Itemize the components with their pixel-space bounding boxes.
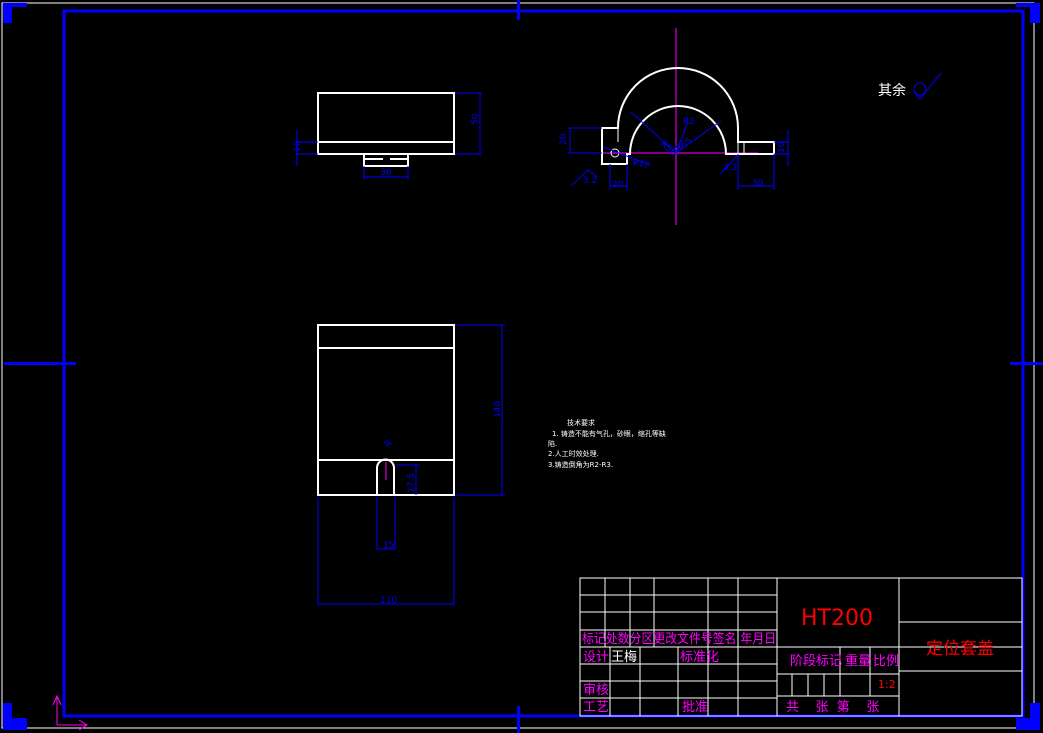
design-label: 设计	[583, 650, 609, 665]
svg-text:10: 10	[293, 140, 303, 152]
svg-text:15: 15	[383, 541, 394, 551]
top-view: 50 10 36	[293, 92, 482, 180]
corner-marks	[3, 0, 1043, 733]
review-label: 审核	[583, 683, 609, 698]
svg-text:2.人工时效处理.: 2.人工时效处理.	[548, 449, 599, 458]
title-block	[579, 577, 1023, 717]
svg-text:技术要求: 技术要求	[567, 418, 595, 427]
svg-text:17.5: 17.5	[407, 473, 417, 493]
front-view: 20 20 R50 R65 R2 10 30 3.2 3.2 φ17	[559, 28, 790, 225]
svg-text:10: 10	[777, 141, 787, 153]
svg-text:3.2: 3.2	[583, 176, 597, 186]
svg-text:20: 20	[612, 180, 624, 190]
svg-text:R2: R2	[683, 117, 695, 127]
svg-text:陷.: 陷.	[548, 439, 557, 448]
check-roughness-icon	[913, 72, 942, 100]
ucs-axis-icon	[52, 694, 88, 731]
svg-text:3.2: 3.2	[723, 163, 737, 173]
svg-text:20: 20	[559, 133, 569, 145]
svg-text:R: R	[384, 439, 395, 451]
svg-text:1. 铸造不能有气孔，砂眼，缩孔等缺: 1. 铸造不能有气孔，砂眼，缩孔等缺	[552, 429, 666, 438]
standardization-label: 标准化	[680, 650, 719, 665]
roughness-label: 其余	[878, 82, 906, 99]
designer-name: 王梅	[611, 650, 637, 665]
approve-label: 批准	[682, 700, 708, 715]
revision-header: 标记处数分区更改文件号签名 年月日	[582, 631, 776, 647]
side-view: 140 110 15 17.5 R	[317, 324, 505, 606]
svg-text:30: 30	[752, 179, 764, 189]
stage-mark-label: 阶段标记	[790, 654, 842, 669]
sheet-count: 共 张 第 张	[786, 700, 879, 715]
scale-label: 比例	[873, 654, 899, 669]
scale-value: 1:2	[878, 678, 896, 691]
svg-text:50: 50	[471, 113, 481, 125]
process-label: 工艺	[583, 700, 609, 715]
svg-text:R65: R65	[674, 136, 694, 154]
svg-text:3.铸造倒角为R2-R3.: 3.铸造倒角为R2-R3.	[548, 460, 613, 469]
material: HT200	[801, 606, 873, 631]
svg-text:140: 140	[493, 401, 503, 418]
drawing-frame	[62, 9, 1025, 718]
svg-text:110: 110	[380, 596, 397, 606]
svg-text:36: 36	[380, 168, 392, 178]
part-name: 定位套盖	[926, 639, 994, 659]
weight-label: 重量	[845, 653, 871, 669]
tech-requirements: 技术要求 1. 铸造不能有气孔，砂眼，缩孔等缺 陷. 2.人工时效处理. 3.铸…	[548, 418, 666, 469]
svg-text:φ17: φ17	[631, 156, 651, 171]
